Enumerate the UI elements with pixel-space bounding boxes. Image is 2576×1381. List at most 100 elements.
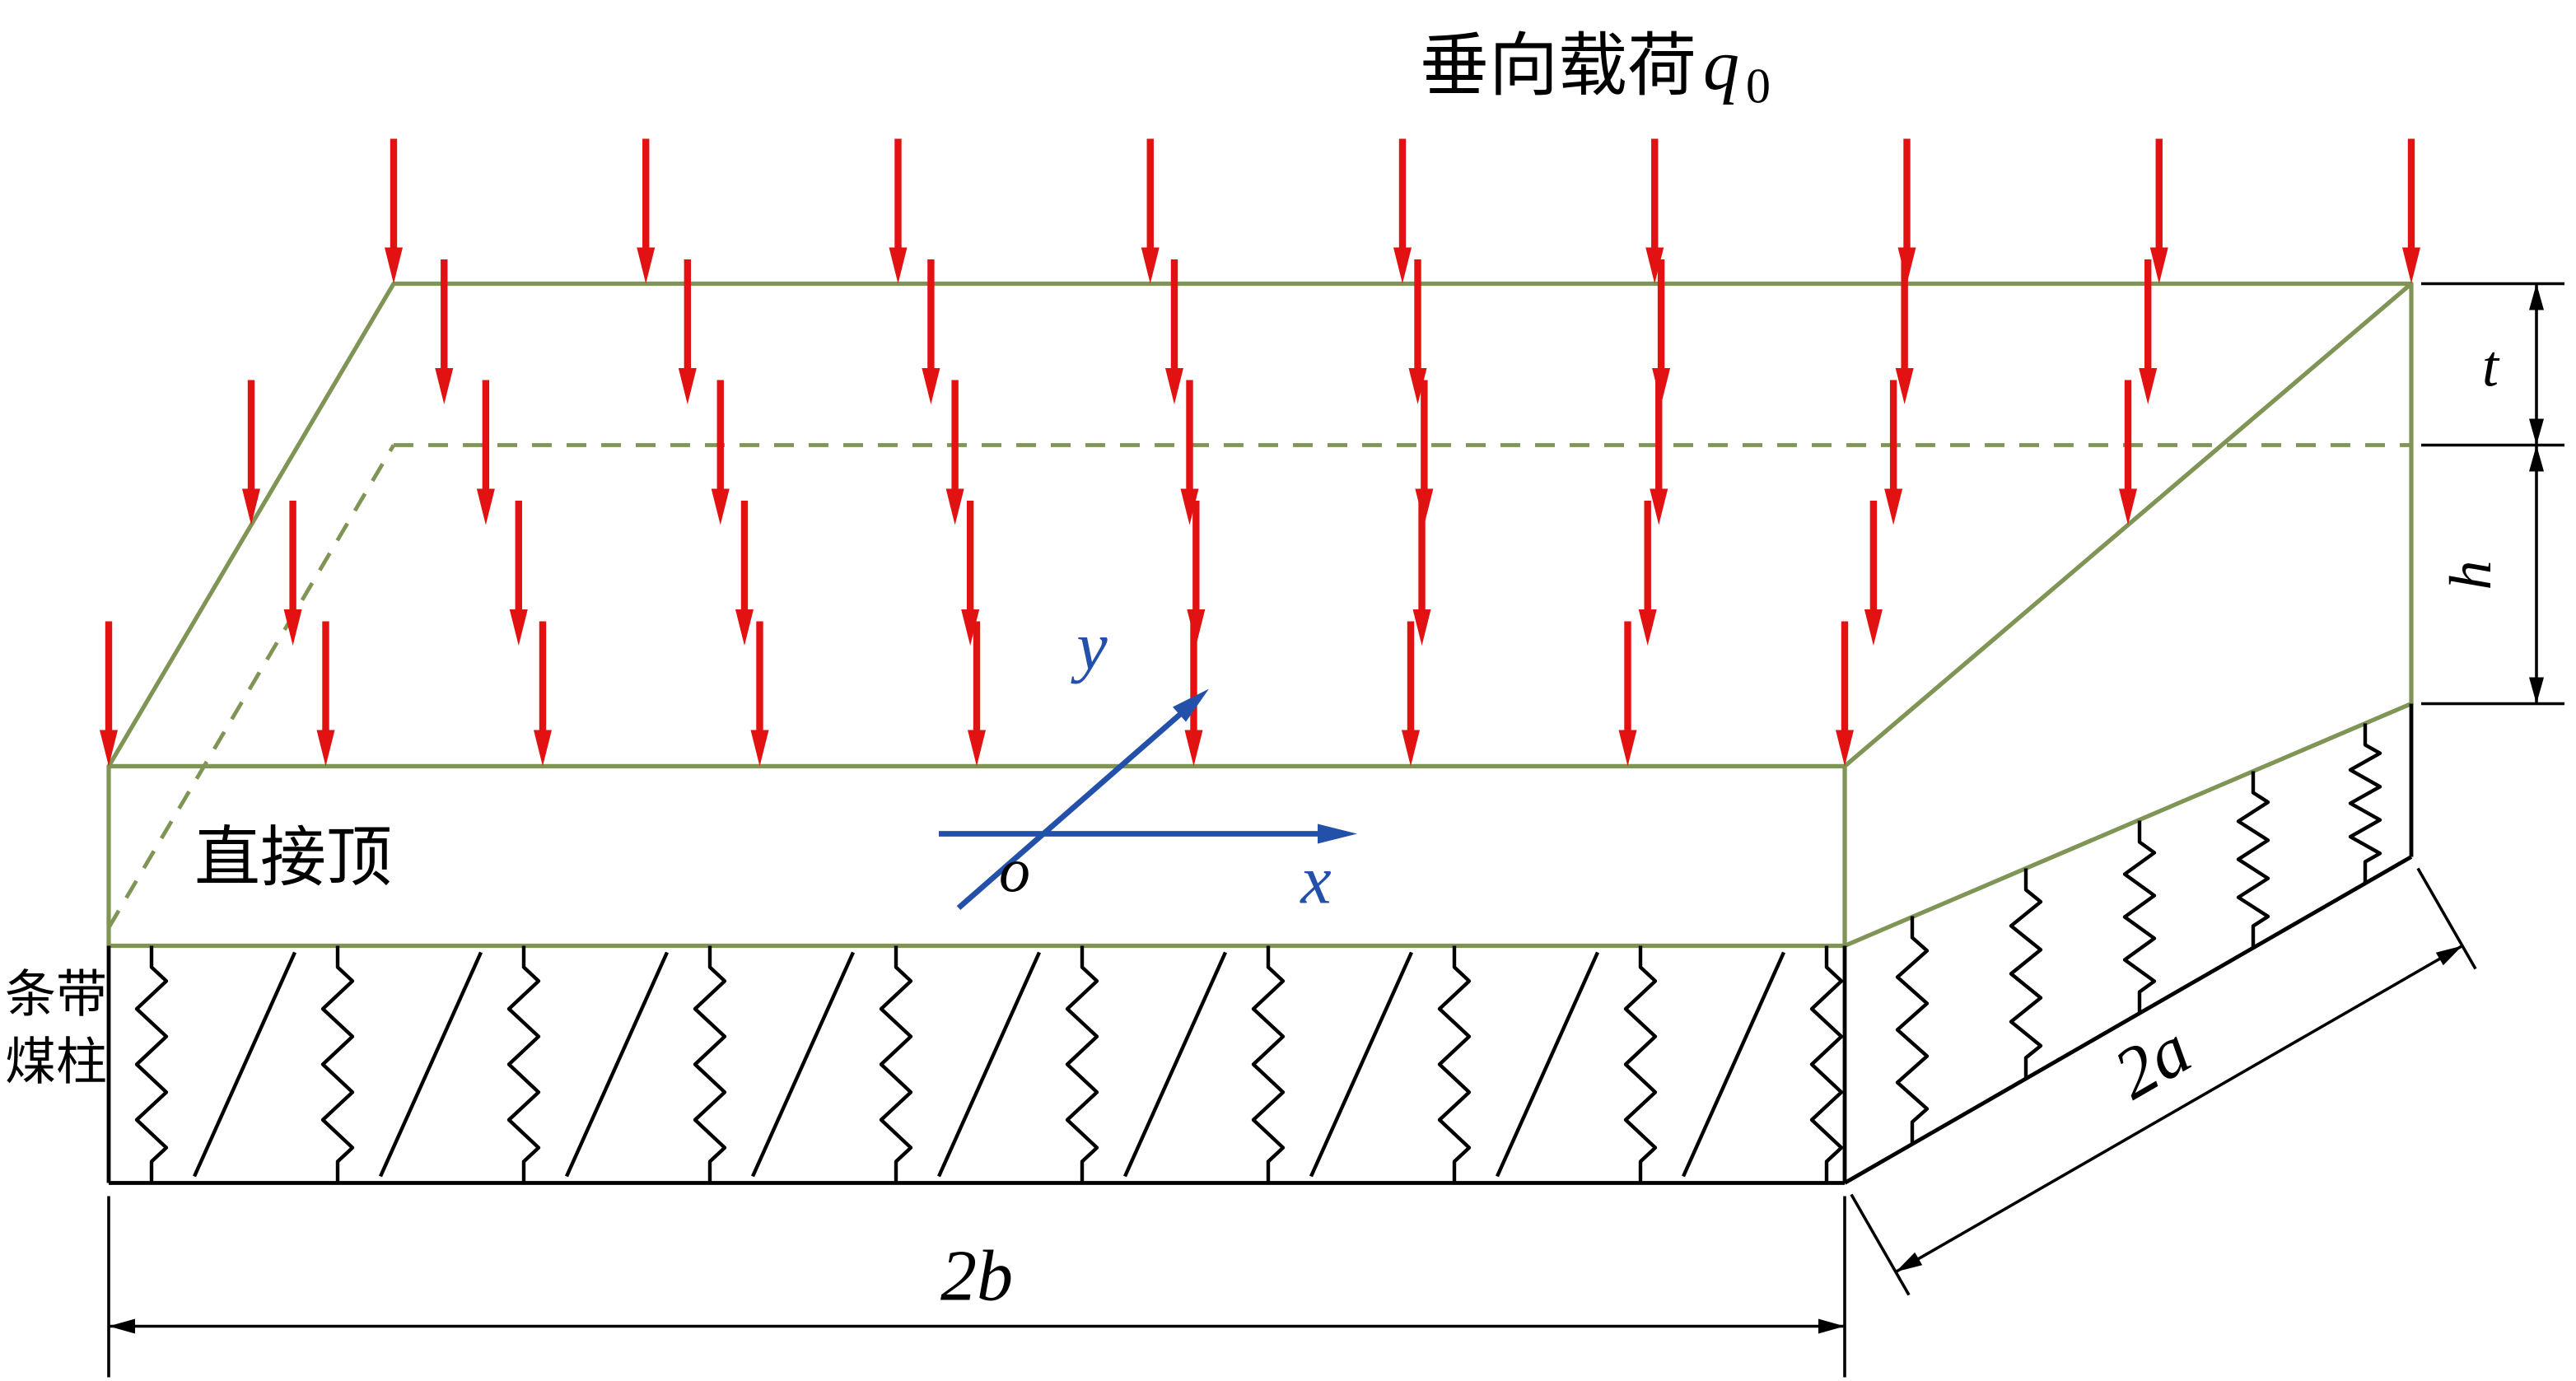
dim-arrowhead-icon (1896, 1252, 1923, 1272)
b-label: 2b (940, 1237, 1013, 1317)
load-arrow-head-icon (945, 488, 964, 525)
load-arrow (2149, 138, 2168, 284)
gob-hatch-line (378, 951, 483, 1178)
load-arrow-head-icon (2139, 368, 2158, 404)
pillar-spring-icon (2122, 820, 2157, 1014)
load-arrow-head-icon (509, 609, 528, 646)
dim-arrowhead-icon (2529, 418, 2544, 446)
load-arrow (945, 380, 964, 525)
load-arrow-head-icon (1895, 368, 1914, 404)
gob-hatch-line (192, 951, 297, 1178)
x-axis-arrow-icon (1318, 823, 1357, 844)
pillar-spring-icon (2348, 723, 2382, 884)
load-arrow-head-icon (2149, 247, 2168, 284)
gob-hatch-line (1495, 951, 1600, 1178)
load-arrow-head-icon (1141, 247, 1160, 284)
pillar-label-line1: 条带 (5, 968, 107, 1024)
load-arrow (100, 621, 118, 767)
gob-hatch-line (1681, 951, 1786, 1178)
load-arrow-head-icon (316, 730, 335, 767)
dimension-2a: 2a (1850, 867, 2477, 1296)
h-label: h (2438, 561, 2504, 590)
load-arrow (283, 501, 302, 646)
load-arrow-head-icon (1408, 368, 1427, 404)
load-arrow-head-icon (961, 609, 980, 646)
load-arrow (735, 501, 754, 646)
load-arrow-head-icon (2119, 488, 2137, 525)
load-arrow (711, 380, 730, 525)
load-arrow (1141, 138, 1160, 284)
gob-hatch-line (564, 951, 670, 1178)
load-arrow-head-icon (2402, 247, 2420, 284)
load-arrow (1650, 380, 1668, 525)
x-axis-label: x (1299, 842, 1331, 919)
load-arrow (889, 138, 908, 284)
load-arrow (922, 259, 940, 404)
load-arrow-head-icon (1187, 609, 1206, 646)
load-arrow (2139, 259, 2158, 404)
pillar-spring-icon (879, 945, 913, 1183)
load-arrow-head-icon (534, 730, 552, 767)
load-arrow-head-icon (711, 488, 730, 525)
load-arrow (476, 380, 495, 525)
a-dim-line (1895, 944, 2463, 1274)
load-arrow-head-icon (1836, 730, 1854, 767)
load-arrow (1638, 501, 1657, 646)
dim-arrowhead-icon (1818, 1318, 1845, 1334)
load-arrow-head-icon (1884, 488, 1903, 525)
origin-label: o (999, 837, 1030, 906)
pillar-spring-icon (2009, 868, 2043, 1080)
dimension-h: h (2421, 445, 2564, 706)
dim-arrowhead-icon (2529, 677, 2544, 704)
load-arrow (242, 380, 260, 525)
pillar-label-line2: 煤柱 (5, 1035, 107, 1091)
dim-arrowhead-icon (2435, 945, 2462, 966)
load-arrow (534, 621, 552, 767)
load-arrow (435, 259, 454, 404)
load-arrow (1884, 380, 1903, 525)
coordinate-axes: x y o (939, 609, 1357, 919)
pillar-spring-icon (1895, 916, 1930, 1144)
figure-title: 垂向载荷 q 0 (1420, 26, 1771, 114)
load-arrow (1652, 259, 1671, 404)
load-arrow-head-icon (1645, 247, 1664, 284)
load-arrow (637, 138, 656, 284)
load-arrow-head-icon (735, 609, 754, 646)
load-arrow (1895, 259, 1914, 404)
load-arrow-head-icon (1618, 730, 1637, 767)
pillar-label: 条带 煤柱 (5, 968, 107, 1091)
dim-arrowhead-icon (109, 1318, 135, 1334)
pillar-spring-icon (1623, 945, 1658, 1183)
load-arrow (961, 501, 980, 646)
load-arrow-head-icon (1412, 609, 1431, 646)
pillar-spring-icon (693, 945, 727, 1183)
load-arrow (316, 621, 335, 767)
load-arrow (1864, 501, 1883, 646)
gob-hatch-line (750, 951, 856, 1178)
a-dim-arrowheads (1896, 945, 2462, 1272)
load-arrow (1180, 380, 1199, 525)
t-dim-arrowheads (2529, 283, 2544, 446)
pillar-spring-icon (1809, 945, 1844, 1183)
load-arrow-head-icon (1897, 247, 1916, 284)
load-arrow (968, 621, 986, 767)
hidden-interface-left-edge (106, 444, 396, 929)
gob-hatch-lines (192, 951, 1786, 1178)
roof-plate (106, 281, 2414, 949)
pillar-bottom-right-edge (1843, 855, 2413, 1185)
title-text: 垂向载荷 (1420, 29, 1696, 105)
load-arrow (509, 501, 528, 646)
load-arrow (1645, 138, 1664, 284)
load-arrow (1897, 138, 1916, 284)
pillar-spring-icon (2236, 771, 2270, 948)
load-arrow (1836, 621, 1854, 767)
load-arrow (2119, 380, 2137, 525)
h-dim-arrowheads (2529, 445, 2544, 704)
load-arrow (1187, 501, 1206, 646)
load-arrow-head-icon (968, 730, 986, 767)
load-arrow (678, 259, 697, 404)
load-arrow-head-icon (1180, 488, 1199, 525)
load-arrow-head-icon (100, 730, 118, 767)
dim-arrowhead-icon (2529, 445, 2544, 472)
load-arrow-head-icon (922, 368, 940, 404)
